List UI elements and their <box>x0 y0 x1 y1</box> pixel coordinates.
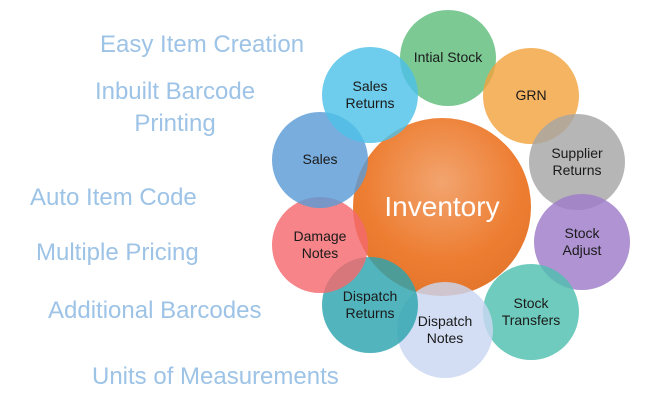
node-sales-returns: Sales Returns <box>322 47 418 143</box>
node-label: Stock Adjust <box>562 224 602 258</box>
feature-auto-item-code: Auto Item Code <box>30 184 197 211</box>
node-stock-transfers: Stock Transfers <box>483 264 579 360</box>
feature-easy-item-creation: Easy Item Creation <box>100 31 305 58</box>
node-label: Stock Transfers <box>501 294 561 328</box>
node-label: Damage Notes <box>293 227 347 261</box>
node-label: Sales Returns <box>345 77 395 111</box>
feature-additional-barcodes: Additional Barcodes <box>48 297 262 324</box>
node-label: Intial Stock <box>413 49 483 66</box>
center-node-label: Inventory <box>384 191 500 222</box>
feature-multiple-pricing: Multiple Pricing <box>36 239 199 266</box>
node-stock-adjust: Stock Adjust <box>534 194 630 290</box>
node-label: Supplier Returns <box>551 144 603 178</box>
node-label: Dispatch Returns <box>342 287 398 321</box>
node-label: Sales <box>302 151 338 168</box>
node-damage-notes: Damage Notes <box>272 197 368 293</box>
node-label: GRN <box>515 87 547 104</box>
node-label: Dispatch Notes <box>417 312 473 346</box>
feature-inbuilt-barcode-printing: Inbuilt Barcode Printing <box>94 78 256 137</box>
feature-units-of-measurements: Units of Measurements <box>92 363 339 390</box>
